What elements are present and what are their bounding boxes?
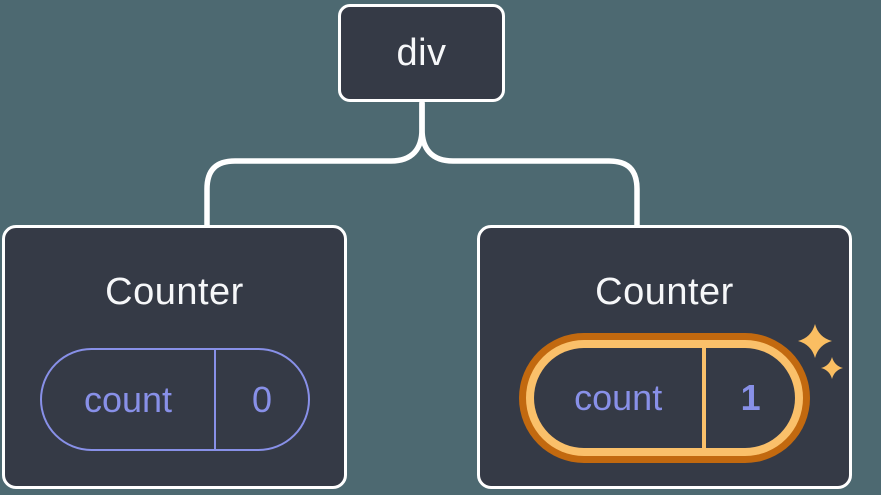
component-title: Counter xyxy=(595,271,734,313)
root-node-label: div xyxy=(396,31,447,74)
component-title: Counter xyxy=(105,271,244,313)
state-value: 0 xyxy=(214,350,307,449)
sparkle-icon-large xyxy=(798,324,832,358)
state-key-label: count xyxy=(574,377,663,418)
state-value: 1 xyxy=(702,348,795,448)
counter-card-left: Counter count 0 xyxy=(2,225,347,489)
state-pill-highlight-ring: count 1 xyxy=(519,333,810,463)
counter-card-right-highlighted: Counter count 1 xyxy=(477,225,852,489)
state-pill-highlight-ring-inner: count 1 xyxy=(526,340,803,456)
connector-right-branch xyxy=(419,100,640,229)
state-pill: count 0 xyxy=(39,348,310,451)
state-key-label: count xyxy=(83,378,173,420)
sparkle-icon-small xyxy=(821,357,843,379)
state-pill-highlighted: count 1 xyxy=(534,348,795,448)
root-node-div: div xyxy=(338,4,505,102)
connector-left-branch xyxy=(204,100,425,229)
